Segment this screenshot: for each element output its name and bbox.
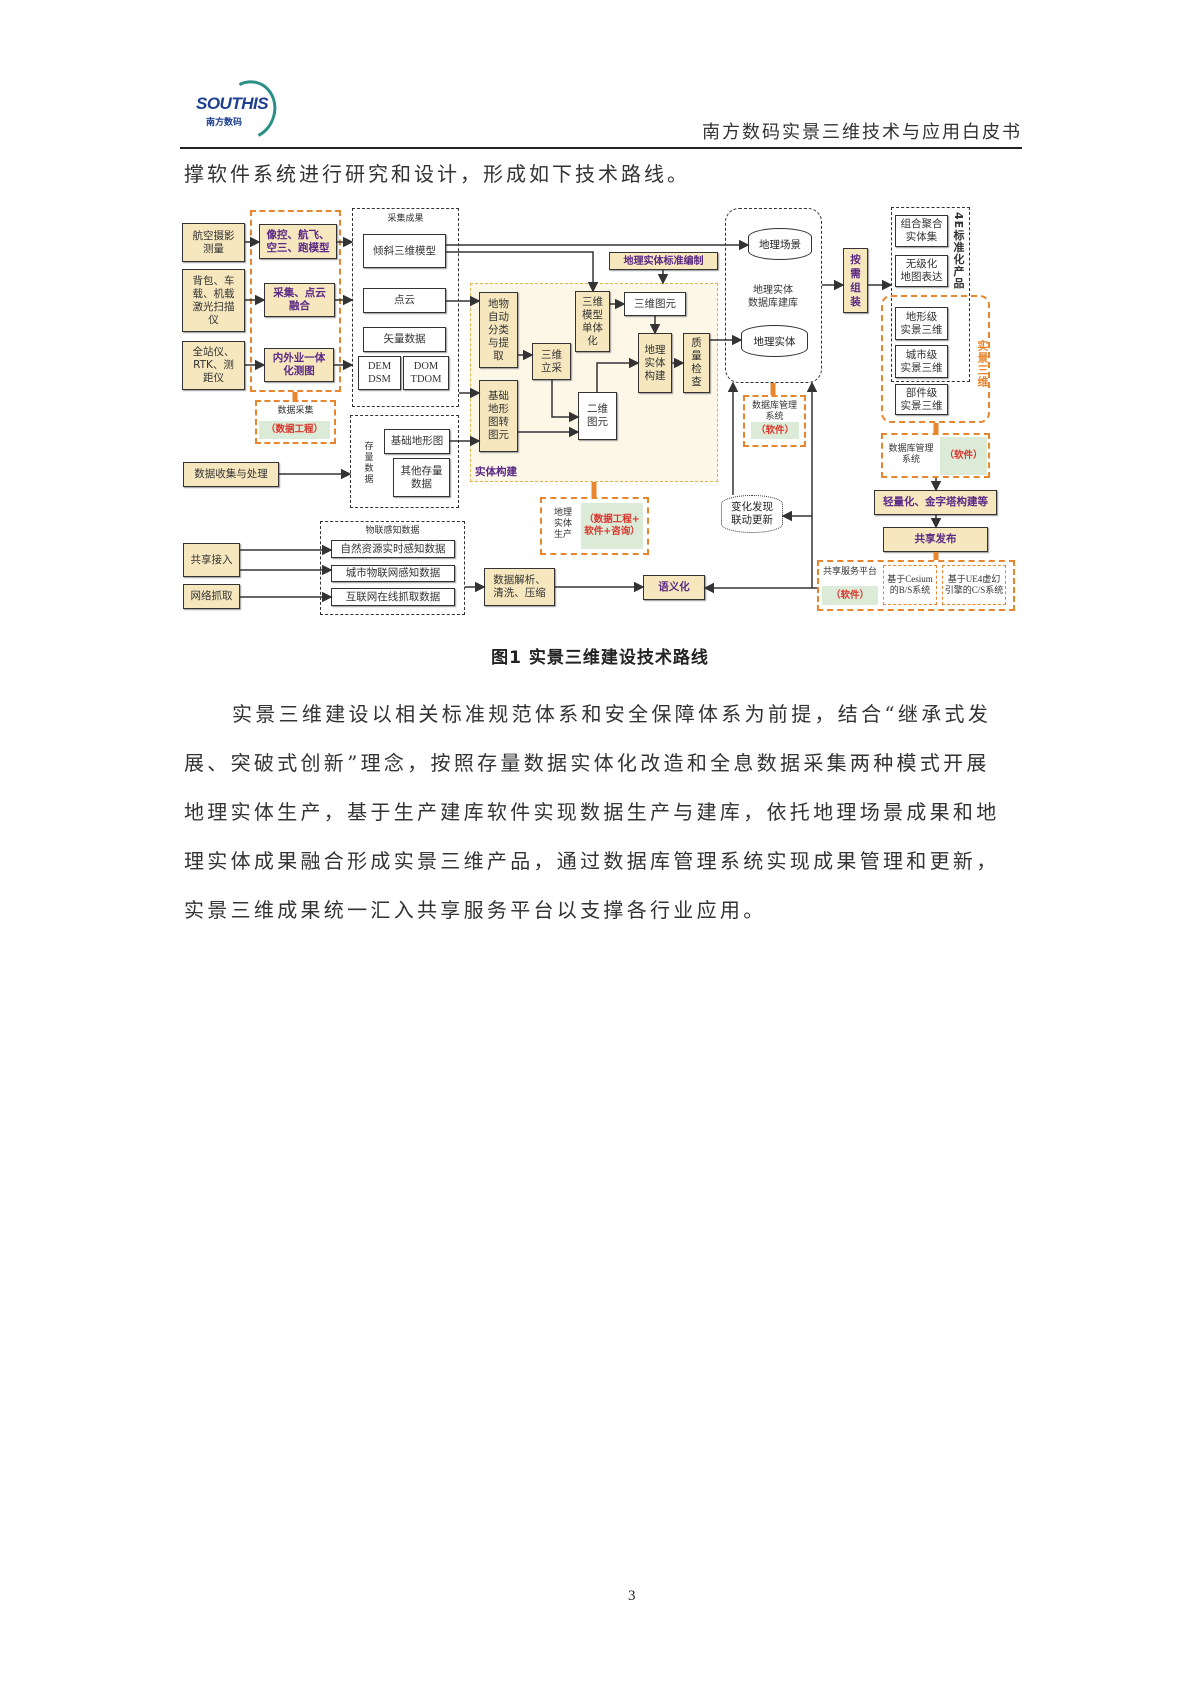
entity-construct: 地理 实体 构建	[638, 333, 672, 393]
quality-check: 质 量 检 查	[683, 333, 710, 393]
data-collection-box	[255, 400, 336, 444]
change-update-db: 变化发现 联动更新	[721, 495, 783, 533]
stock-label: 存量 数据	[364, 442, 374, 485]
platform-box	[817, 560, 1015, 611]
process-pointcloud: 采集、点云 融合	[264, 283, 335, 317]
lead-text: 撑软件系统进行研究和设计，形成如下技术路线。	[184, 162, 690, 186]
ue4-system: 基于UE4虚幻 引擎的C/S系统	[944, 574, 1004, 595]
2d-primitive: 二维 图元	[578, 392, 617, 440]
terrain-level: 地形级 实景三维	[895, 307, 948, 340]
entity-build-label: 实体构建	[475, 466, 517, 478]
real3d-group	[881, 295, 990, 423]
acquisition-group	[250, 210, 341, 392]
auto-classify: 地物 自动 分类 与提 取	[479, 292, 518, 368]
paragraph-line: 实景三维建设以相关标准规范体系和安全保障体系为前提，结合“继承式发	[232, 702, 992, 726]
model-singulation: 三维 模型 单体 化	[575, 291, 610, 352]
point-cloud: 点云	[363, 288, 446, 313]
shared-access: 共享接入	[183, 543, 240, 577]
database-title: 地理实体 数据库建库	[748, 285, 798, 309]
source-aerial: 航空摄影 测量	[182, 223, 245, 262]
source-lidar: 背包、车 载、机载 激光扫描 仪	[182, 269, 245, 332]
platform-label: 共享服务平台	[822, 567, 877, 577]
database-group	[725, 208, 822, 383]
component-level: 部件级 实景三维	[895, 384, 948, 415]
paragraph-line: 地理实体生产，基于生产建库软件实现数据生产与建库，依托地理场景成果和地	[184, 800, 1000, 824]
city-iot-data: 城市物联网感知数据	[331, 565, 455, 582]
db-mgmt-tag-1: （软件）	[751, 422, 799, 439]
entity-standard: 地理实体标准编制	[609, 252, 718, 270]
other-stock-data: 其他存量 数据	[393, 458, 450, 497]
city-level: 城市级 实景三维	[895, 345, 948, 378]
vector-data: 矢量数据	[363, 327, 446, 352]
parse-step: 数据解析、 清洗、压缩	[484, 568, 555, 606]
collected-label: 采集成果	[387, 214, 424, 224]
entity-production-tag: （数据工程+ 软件+咨询）	[581, 503, 643, 549]
lightweight-step: 轻量化、金字塔构建等	[874, 490, 997, 515]
products-4e-group	[891, 207, 970, 382]
cesium-system: 基于Cesium 的B/S系统	[887, 574, 933, 595]
entity-production-box	[540, 497, 649, 555]
db-mgmt-box-2	[881, 433, 990, 478]
paragraph-line: 展、突破式创新”理念，按照存量数据实体化改造和全息数据采集两种模式开展	[184, 751, 990, 775]
process-mapping: 内外业一体 化测图	[264, 348, 334, 382]
data-collection-label: 数据采集	[277, 406, 314, 416]
topo-to-primitive: 基础 地形 图转 图元	[479, 380, 518, 452]
paragraph-line: 理实体成果融合形成实景三维产品，通过数据库管理系统实现成果管理和更新，	[184, 849, 1000, 873]
oblique-model: 倾斜三维模型	[363, 234, 446, 268]
header-title: 南方数码实景三维技术与应用白皮书	[702, 122, 1022, 143]
header-divider	[180, 147, 1022, 149]
geo-scene-db: 地理场景	[748, 228, 812, 260]
internet-data: 互联网在线抓取数据	[331, 588, 455, 606]
publish-step: 共享发布	[883, 527, 988, 552]
paragraph-line: 实景三维成果统一汇入共享服务平台以支撑各行业应用。	[184, 898, 767, 922]
semantic-step: 语义化	[643, 575, 705, 600]
ue4-box	[942, 565, 1006, 605]
source-total-station: 全站仪、 RTK、测 距仪	[182, 341, 245, 390]
db-mgmt-tag-2: （软件）	[940, 437, 987, 475]
iot-group	[320, 521, 465, 615]
data-collection-tag: （数据工程）	[259, 421, 330, 439]
southis-logo: SOUTHIS 南方数码	[192, 72, 285, 148]
map-expression: 无级化 地图表达	[895, 255, 948, 287]
stereo-collect: 三维 立采	[532, 343, 571, 380]
dem-dsm: DEM DSM	[358, 356, 401, 390]
entity-production-label: 地理 实体 生产	[553, 508, 572, 540]
db-mgmt-label-1: 数据库管理 系统	[751, 401, 797, 422]
db-mgmt-label-2: 数据库管理 系统	[888, 444, 934, 465]
data-collect-process: 数据收集与处理	[183, 462, 279, 487]
web-crawl: 网络抓取	[183, 584, 240, 609]
platform-tag: （软件）	[822, 586, 878, 605]
iot-label: 物联感知数据	[365, 526, 420, 536]
page-number: 3	[628, 1588, 636, 1604]
basic-topo-map: 基础地形图	[384, 429, 450, 454]
collected-results-group	[352, 208, 459, 407]
geo-entity-db: 地理实体	[741, 325, 808, 357]
real3d-label: 实景三维	[976, 340, 989, 388]
products-4e-label: 4E标准化产品	[952, 212, 965, 290]
cesium-box	[883, 565, 937, 605]
3d-primitive: 三维图元	[624, 292, 686, 316]
process-aerial: 像控、航飞、 空三、跑模型	[259, 224, 337, 259]
figure-caption: 图1 实景三维建设技术路线	[491, 648, 709, 668]
assemble-on-demand: 按 需 组 装	[843, 248, 868, 313]
stock-data-group	[350, 415, 459, 508]
dom-tdom: DOM TDOM	[403, 356, 449, 390]
db-mgmt-box-1	[743, 395, 806, 447]
natural-resource-data: 自然资源实时感知数据	[331, 540, 455, 558]
entity-set: 组合聚合 实体集	[895, 215, 948, 247]
